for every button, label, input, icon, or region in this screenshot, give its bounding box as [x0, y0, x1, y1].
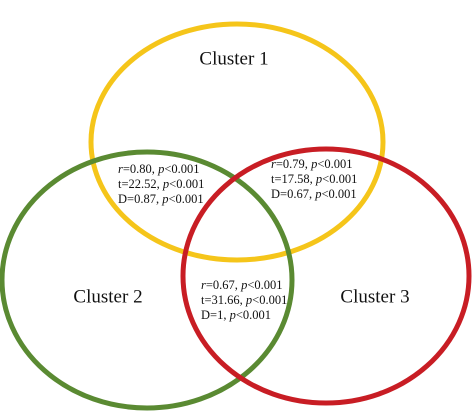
d-value: D=0.67,	[271, 187, 316, 201]
r-symbol: r	[271, 157, 276, 171]
d-value: D=0.87,	[118, 192, 163, 206]
overlap-1-2-d-line: D=0.87, p<0.001	[118, 192, 204, 207]
p-symbol: p	[158, 162, 165, 176]
overlap-2-3-r-line: r=0.67, p<0.001	[201, 278, 287, 293]
overlap-2-3-t-line: t=31.66, p<0.001	[201, 293, 287, 308]
p-value: <0.001	[322, 172, 358, 186]
overlap-1-2-t-line: t=22.52, p<0.001	[118, 177, 204, 192]
p-value: <0.001	[235, 308, 272, 322]
overlap-1-3-r-line: r=0.79, p<0.001	[271, 157, 357, 172]
overlap-2-3-d-line: D=1, p<0.001	[201, 308, 287, 323]
p-symbol: p	[241, 278, 248, 292]
p-value: <0.001	[164, 162, 200, 176]
p-symbol: p	[315, 187, 322, 201]
cluster-2-label: Cluster 2	[73, 286, 143, 308]
overlap-1-3-stats: r=0.79, p<0.001 t=17.58, p<0.001 D=0.67,…	[271, 157, 357, 202]
p-value: <0.001	[247, 278, 283, 292]
overlap-1-3-d-line: D=0.67, p<0.001	[271, 187, 357, 202]
p-symbol: p	[162, 192, 169, 206]
overlap-1-2-r-line: r=0.80, p<0.001	[118, 162, 204, 177]
d-value: D=1,	[201, 308, 230, 322]
overlap-2-3-stats: r=0.67, p<0.001 t=31.66, p<0.001 D=1, p<…	[201, 278, 287, 323]
p-value: <0.001	[252, 293, 288, 307]
p-symbol: p	[311, 157, 318, 171]
r-symbol: r	[201, 278, 206, 292]
overlap-1-3-t-line: t=17.58, p<0.001	[271, 172, 357, 187]
cluster-3-circle	[180, 146, 472, 406]
p-value: <0.001	[317, 157, 353, 171]
p-symbol: p	[315, 172, 323, 186]
r-value: =0.79,	[275, 157, 312, 171]
t-value: t=22.52,	[118, 177, 163, 191]
p-value: <0.001	[169, 177, 205, 191]
p-value: <0.001	[321, 187, 357, 201]
t-value: t=31.66,	[201, 293, 246, 307]
cluster-1-label: Cluster 1	[199, 48, 269, 70]
cluster-2-circle	[0, 149, 295, 411]
r-symbol: r	[118, 162, 123, 176]
r-value: =0.67,	[205, 278, 242, 292]
t-value: t=17.58,	[271, 172, 316, 186]
r-value: =0.80,	[122, 162, 159, 176]
cluster-3-label: Cluster 3	[340, 286, 410, 308]
p-value: <0.001	[168, 192, 204, 206]
p-symbol: p	[245, 293, 253, 307]
overlap-1-2-stats: r=0.80, p<0.001 t=22.52, p<0.001 D=0.87,…	[118, 162, 204, 207]
p-symbol: p	[229, 308, 236, 322]
p-symbol: p	[162, 177, 170, 191]
cluster-1-circle	[88, 21, 386, 263]
